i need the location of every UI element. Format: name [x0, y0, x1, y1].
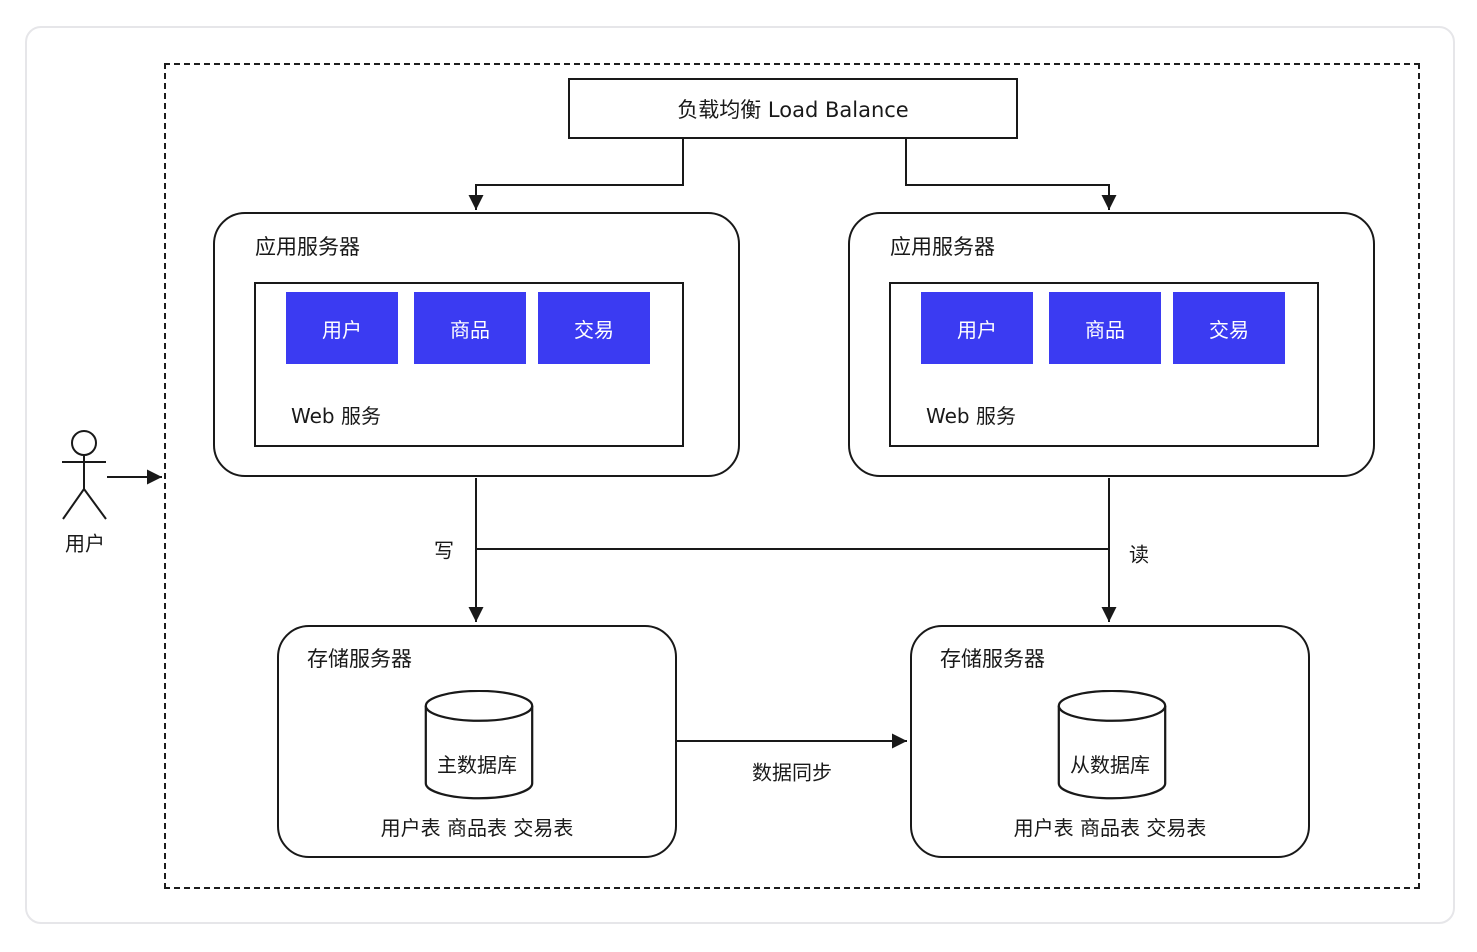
write-edge-label: 写: [434, 538, 454, 563]
module-transactions: 交易: [538, 292, 650, 364]
load-balancer-box: 负载均衡 Load Balance: [568, 78, 1018, 139]
module-transactions: 交易: [1173, 292, 1285, 364]
app-server-title: 应用服务器: [255, 235, 360, 259]
module-users: 用户: [286, 292, 398, 364]
slave-db-label: 从数据库: [1070, 753, 1150, 777]
read-edge-label: 读: [1129, 542, 1149, 567]
module-users: 用户: [921, 292, 1033, 364]
app-server-right: 应用服务器 用户 商品 交易 Web 服务: [848, 212, 1375, 477]
tables-label: 用户表 商品表 交易表: [1013, 816, 1207, 840]
tables-label: 用户表 商品表 交易表: [380, 816, 574, 840]
system-boundary: [164, 63, 1420, 889]
app-server-left: 应用服务器 用户 商品 交易 Web 服务: [213, 212, 740, 477]
storage-server-title: 存储服务器: [307, 647, 412, 671]
module-products: 商品: [414, 292, 526, 364]
web-service-label: Web 服务: [291, 404, 381, 428]
web-service-label: Web 服务: [926, 404, 1016, 428]
module-products: 商品: [1049, 292, 1161, 364]
load-balancer-label: 负载均衡 Load Balance: [677, 97, 909, 122]
storage-server-title: 存储服务器: [940, 647, 1045, 671]
master-db-label: 主数据库: [437, 753, 517, 777]
data-sync-edge-label: 数据同步: [752, 760, 832, 785]
app-server-title: 应用服务器: [890, 235, 995, 259]
database-cylinder-icon: [424, 690, 534, 800]
storage-server-slave: 存储服务器 从数据库 用户表 商品表 交易表: [910, 625, 1310, 858]
storage-server-master: 存储服务器 主数据库 用户表 商品表 交易表: [277, 625, 677, 858]
database-cylinder-icon: [1057, 690, 1167, 800]
user-actor-label: 用户: [65, 531, 105, 556]
web-service-box: 用户 商品 交易 Web 服务: [889, 282, 1319, 447]
web-service-box: 用户 商品 交易 Web 服务: [254, 282, 684, 447]
